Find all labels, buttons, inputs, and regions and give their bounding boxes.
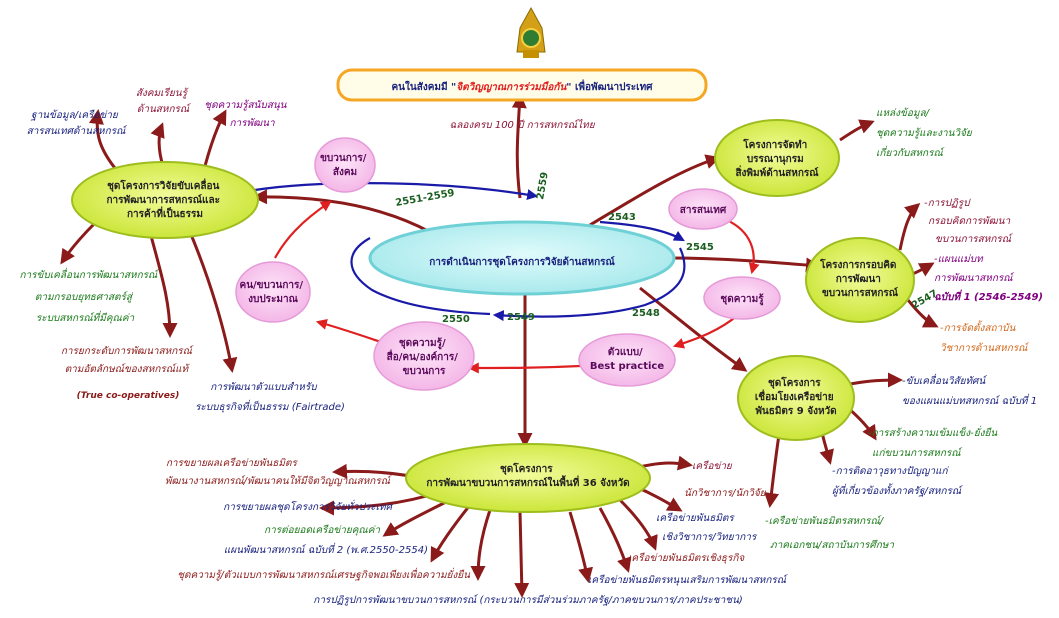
output-vision: -ขับเคลื่อนวิสัยทัศน์ ของแผนแม่บทสหกรณ์ … <box>902 373 1037 407</box>
node-knowledge-media: ชุดความรู้/ สื่อ/คน/องค์การ/ ขบวนการ <box>373 321 475 391</box>
anniversary-label: ฉลองครบ 100 ปี การสหกรณ์ไทย <box>449 119 595 131</box>
output-learning-society: สังคมเรียนรู้ ด้านสหกรณ์ <box>136 87 191 115</box>
output-support-knowledge: ชุดความรู้สนับสนุน การพัฒนา <box>204 99 289 129</box>
output-database: ฐานข้อมูล/เครือข่าย สารสนเทศด้านสหกรณ์ <box>27 109 128 137</box>
node-people-budget-text: คน/ขบวนการ/ งบประมาณ <box>240 280 307 305</box>
node-knowledge-media-text: ชุดความรู้/ สื่อ/คน/องค์การ/ ขบวนการ <box>387 337 462 377</box>
output-quality-network: การต่อยอดเครือข่ายคุณค่า <box>264 524 380 536</box>
output-expand-network: การขยายผลเครือข่ายพันธมิตร พัฒนางานสหกรณ… <box>165 457 392 487</box>
output-wisdom: -การติดอาวุธทางปัญญาแก่ ผู้ที่เกี่ยวข้อง… <box>832 465 963 497</box>
node-movement-society-text: ขบวนการ/ สังคม <box>320 153 370 178</box>
output-reform-practice: การปฏิรูปการพัฒนาขบวนการสหกรณ์ (กระบวนกา… <box>313 594 742 606</box>
output-network: เครือข่าย <box>692 460 733 472</box>
node-model-practice: ตัวแบบ/ Best practice <box>578 333 676 387</box>
banner-text: คนในสังคมมี "จิตวิญญาณการร่วมมือกัน" เพื… <box>391 79 653 93</box>
output-sources: แหล่งข้อมูล/ ชุดความรู้และงานวิจัย เกี่ย… <box>876 107 975 159</box>
node-documentation-text: โครงการจัดทำ บรรณานุกรม สิ่งพิมพ์ด้านสหก… <box>735 138 819 179</box>
node-left-program: ชุดโครงการวิจัยขับเคลื่อน การพัฒนาการสหก… <box>71 161 259 239</box>
year-2551-2559: 2551-2559 <box>395 188 456 209</box>
output-sufficiency: ชุดความรู้/ตัวแบบการพัฒนาสหกรณ์เศรษฐกิจพ… <box>177 567 471 581</box>
center-node: การดำเนินการชุดโครงการวิจัยด้านสหกรณ์ <box>368 220 676 296</box>
node-information: สารสนเทศ <box>668 188 738 230</box>
node-framework-text: โครงการกรอบคิด การพัฒนา ขบวนการสหกรณ์ <box>819 258 900 299</box>
year-2548: 2548 <box>632 308 660 319</box>
output-business-partners: เครือข่ายพันธมิตรเชิงธุรกิจ <box>628 552 745 564</box>
node-left-program-text: ชุดโครงการวิจัยขับเคลื่อน การพัฒนาการสหก… <box>107 178 224 220</box>
output-masterplan: -แผนแม่บท การพัฒนาสหกรณ์ ฉบับที่ 1 (2546… <box>934 254 1043 303</box>
node-people-budget: คน/ขบวนการ/ งบประมาณ <box>235 261 311 323</box>
banner: คนในสังคมมี "จิตวิญญาณการร่วมมือกัน" เพื… <box>336 68 708 102</box>
output-partners: -เครือข่ายพันธมิตรสหกรณ์/ ภาคเอกชน/สถาบั… <box>765 515 894 551</box>
node-knowledge-text: ชุดความรู้ <box>720 293 764 306</box>
node-movement-society: ขบวนการ/ สังคม <box>314 137 376 193</box>
output-true-coop: การยกระดับการพัฒนาสหกรณ์ ตามอัตลักษณ์ของ… <box>61 345 195 401</box>
emblem-logo <box>516 6 546 58</box>
output-support-partners: เครือข่ายพันธมิตรหนุนเสริมการพัฒนาสหกรณ์ <box>588 574 788 586</box>
node-area36: ชุดโครงการ การพัฒนาขบวนการสหกรณ์ในพื้นที… <box>405 443 651 513</box>
node-framework: โครงการกรอบคิด การพัฒนา ขบวนการสหกรณ์ <box>805 237 915 323</box>
red-arrows <box>274 200 760 374</box>
node-area36-text: ชุดโครงการ การพัฒนาขบวนการสหกรณ์ในพื้นที… <box>426 462 629 489</box>
output-institute: -การจัดตั้งสถาบัน วิชาการด้านสหกรณ์ <box>940 320 1029 354</box>
output-fairtrade: การพัฒนาตัวแบบสำหรับ ระบบธุรกิจที่เป็นธร… <box>195 381 345 413</box>
center-title: การดำเนินการชุดโครงการวิจัยด้านสหกรณ์ <box>429 255 615 268</box>
node-network9-text: ชุดโครงการ เชื่อมโยงเครือข่าย พันธมิตร 9… <box>755 376 837 417</box>
year-2550: 2550 <box>442 314 470 325</box>
year-2543: 2543 <box>608 212 636 223</box>
node-model-practice-text: ตัวแบบ/ Best practice <box>590 346 665 372</box>
output-plan2: แผนพัฒนาสหกรณ์ ฉบับที่ 2 (พ.ศ.2550-2554) <box>224 542 428 556</box>
year-2549: 2549 <box>507 312 535 323</box>
node-network9: ชุดโครงการ เชื่อมโยงเครือข่าย พันธมิตร 9… <box>737 355 855 441</box>
output-strategy: การขับเคลื่อนการพัฒนาสหกรณ์ ตามกรอบยุทธศ… <box>19 267 160 324</box>
output-reform: -การปฏิรูป กรอบคิดการพัฒนา ขบวนการสหกรณ์ <box>924 197 1013 245</box>
node-knowledge: ชุดความรู้ <box>703 276 781 320</box>
year-2545: 2545 <box>686 242 714 253</box>
node-information-text: สารสนเทศ <box>680 205 727 216</box>
node-documentation: โครงการจัดทำ บรรณานุกรม สิ่งพิมพ์ด้านสหก… <box>714 119 840 197</box>
output-academic-partners: เครือข่ายพันธมิตร เชิงวิชาการ/วิทยาการ <box>656 512 758 543</box>
output-researchers: นักวิชาการ/นักวิจัย <box>684 487 767 499</box>
year-2559: 2559 <box>535 171 551 200</box>
blue-arrows <box>254 182 686 322</box>
output-strengthen: -การสร้างความเข้มแข็ง-ยั่งยืน แก่ขบวนการ… <box>868 425 1000 459</box>
output-expand-research: การขยายผลชุดโครงการวิจัยทั่วประเทศ <box>223 499 393 513</box>
